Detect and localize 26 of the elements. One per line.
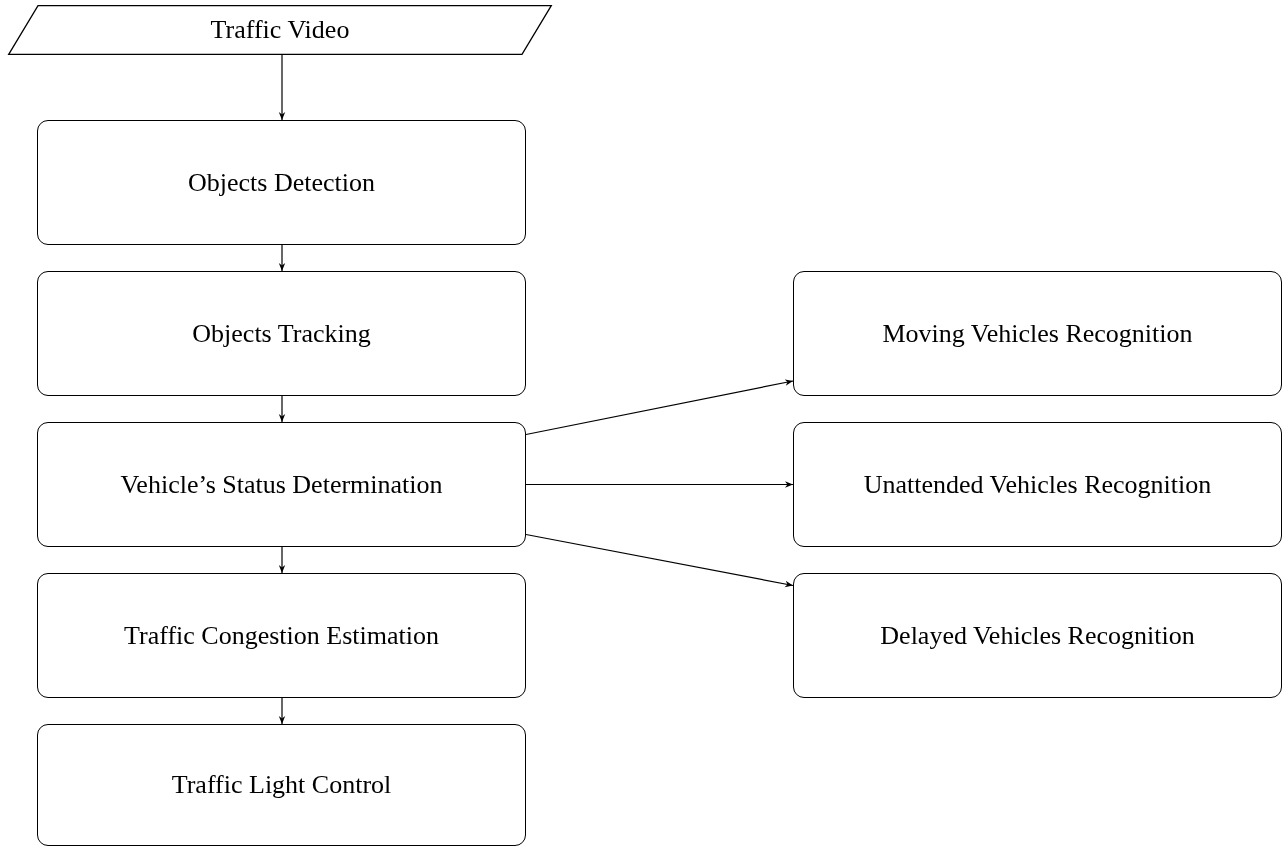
process-box — [793, 422, 1282, 547]
node-label: Delayed Vehicles Recognition — [880, 620, 1195, 651]
arrow — [278, 546, 286, 574]
process-box — [37, 120, 526, 245]
arrow — [525, 481, 794, 488]
node-label: Moving Vehicles Recognition — [882, 318, 1193, 349]
arrow — [278, 395, 286, 423]
node-label: Traffic Video — [210, 15, 350, 45]
node-label: Unattended Vehicles Recognition — [863, 469, 1212, 500]
node-label: Objects Detection — [188, 167, 375, 198]
arrow — [525, 533, 794, 588]
arrow — [278, 54, 286, 121]
node-label: Traffic Light Control — [171, 770, 392, 800]
process-box — [37, 573, 526, 698]
arrow — [278, 244, 286, 272]
process-box — [793, 271, 1282, 396]
node-label: Objects Tracking — [192, 318, 371, 349]
process-box — [37, 271, 526, 396]
node-label: Vehicle’s Status Determination — [120, 469, 443, 500]
arrow — [525, 379, 794, 436]
arrow — [278, 697, 286, 725]
input-parallelogram — [8, 5, 552, 55]
process-box — [37, 422, 526, 547]
process-box — [793, 573, 1282, 698]
process-box — [37, 724, 526, 846]
node-label: Traffic Congestion Estimation — [124, 620, 439, 651]
